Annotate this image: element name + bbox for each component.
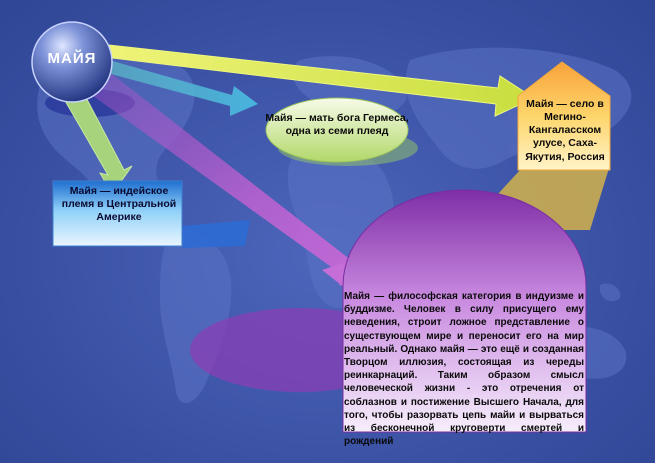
arrow-to-hermes-mother [96,58,258,116]
arrow-to-america [59,85,133,195]
indian-tribe-box [52,180,183,247]
box-shadow [182,220,250,248]
village-text: Майя — село в Мегино-Кангаласском улусе,… [525,98,605,163]
central-ball [31,21,113,103]
philosophy-dome [342,189,587,433]
village-pentagon [517,61,611,171]
philosophy-text: Майя — философская категория в индуизме … [344,291,584,448]
indian-tribe-text: Майя — индейское племя в Центральной Аме… [61,185,177,224]
central-label: МАЙЯ [47,50,97,67]
arrow-to-philosophy [82,74,356,286]
hermes-mother-text: Майя — мать бога Гермеса, одна из семи п… [265,112,409,138]
arrow-to-village [95,43,536,117]
hermes-mother-oval [265,97,409,163]
